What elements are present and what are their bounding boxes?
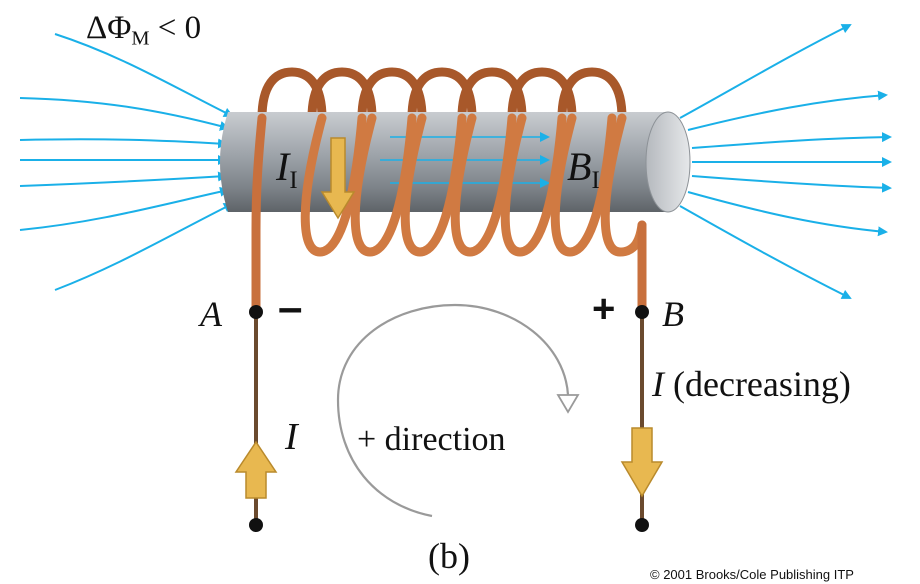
field-line: [691, 132, 892, 149]
terminal-left-bottom: [249, 518, 263, 532]
current-symbol: I: [652, 364, 664, 404]
terminals: [249, 305, 649, 532]
incoming-field-lines: [19, 33, 234, 291]
field-line: [54, 33, 234, 117]
down-arrow-icon: [620, 427, 664, 498]
coil-back: [257, 67, 627, 123]
current-left-label: I: [285, 416, 298, 458]
point-a-label: A: [200, 294, 222, 334]
field-line: [19, 186, 230, 231]
down-arrow-icon: [320, 137, 356, 220]
decreasing-text: (decreasing): [664, 364, 851, 404]
field-line: [19, 97, 230, 131]
field-line: [687, 90, 888, 131]
terminal-a: [249, 305, 263, 319]
induced-current-symbol: I: [276, 144, 290, 189]
up-arrow-icon: [234, 440, 278, 499]
field-line: [679, 24, 852, 119]
flux-change-label: ΔΦM < 0: [86, 12, 201, 49]
induced-current-subscript: I: [289, 166, 298, 194]
field-line: [687, 191, 888, 237]
field-line: [19, 171, 228, 187]
field-line: [19, 138, 228, 149]
point-b-label: B: [662, 294, 684, 334]
terminal-right-bottom: [635, 518, 649, 532]
plus-sign: +: [592, 287, 616, 331]
copyright-label: © 2001 Brooks/Cole Publishing ITP: [650, 567, 854, 582]
figure-label: (b): [428, 536, 470, 576]
lead-wires: [254, 310, 644, 527]
direction-label: + direction: [357, 421, 506, 458]
terminal-b: [635, 305, 649, 319]
induced-field-subscript: I: [591, 166, 600, 194]
flux-symbol: ΔΦ: [86, 10, 132, 46]
induced-field-label: BI: [567, 147, 600, 194]
induced-field-symbol: B: [567, 144, 592, 189]
flux-subscript: M: [131, 27, 150, 50]
induced-current-label: II: [276, 147, 298, 194]
minus-sign: –: [278, 283, 303, 332]
flux-inequality: < 0: [149, 10, 202, 46]
outgoing-field-lines: [679, 24, 892, 299]
current-decreasing-label: I (decreasing): [652, 366, 851, 402]
circular-arrow-icon: [336, 303, 580, 518]
field-line: [691, 175, 892, 193]
field-line: [54, 203, 234, 291]
field-line: [679, 205, 852, 299]
coil-leads: [251, 113, 647, 317]
